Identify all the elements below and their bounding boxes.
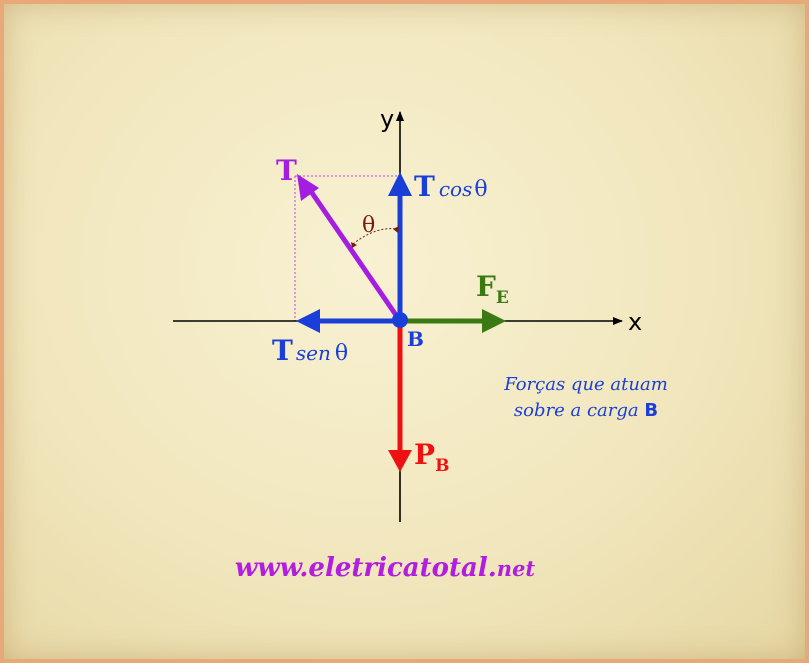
- caption-line-2-bold: B: [644, 400, 659, 421]
- tension-arrowhead: [297, 174, 319, 201]
- x-axis-label: x: [628, 308, 642, 336]
- y-axis-label: y: [380, 105, 394, 133]
- caption: Forças que atuam sobre a carga B: [486, 372, 686, 424]
- weight-label: PB: [414, 438, 449, 476]
- point-b: [392, 312, 408, 328]
- tension-vector: [307, 188, 401, 320]
- caption-line-2: sobre a carga B: [486, 398, 686, 424]
- website-url[interactable]: www.eletricatotal.net: [180, 553, 590, 583]
- website-tld: net: [496, 556, 536, 581]
- weight-arrowhead: [388, 450, 412, 472]
- angle-label: θ: [362, 213, 375, 238]
- caption-line-2-text: sobre a carga: [513, 400, 645, 421]
- website-main: www.eletricatotal.: [234, 553, 497, 583]
- angle-arc: [352, 228, 398, 245]
- tension-label: T: [276, 154, 297, 187]
- electric-force-label: FE: [476, 270, 509, 308]
- caption-line-1: Forças que atuam: [504, 374, 668, 395]
- point-b-label: B: [407, 327, 424, 351]
- angle-arc-head-right: [393, 226, 399, 233]
- electric-force-arrowhead: [482, 309, 506, 333]
- angle-arc-head-left: [351, 242, 357, 248]
- tsen-arrowhead: [296, 309, 320, 333]
- tcos-arrowhead: [388, 172, 412, 196]
